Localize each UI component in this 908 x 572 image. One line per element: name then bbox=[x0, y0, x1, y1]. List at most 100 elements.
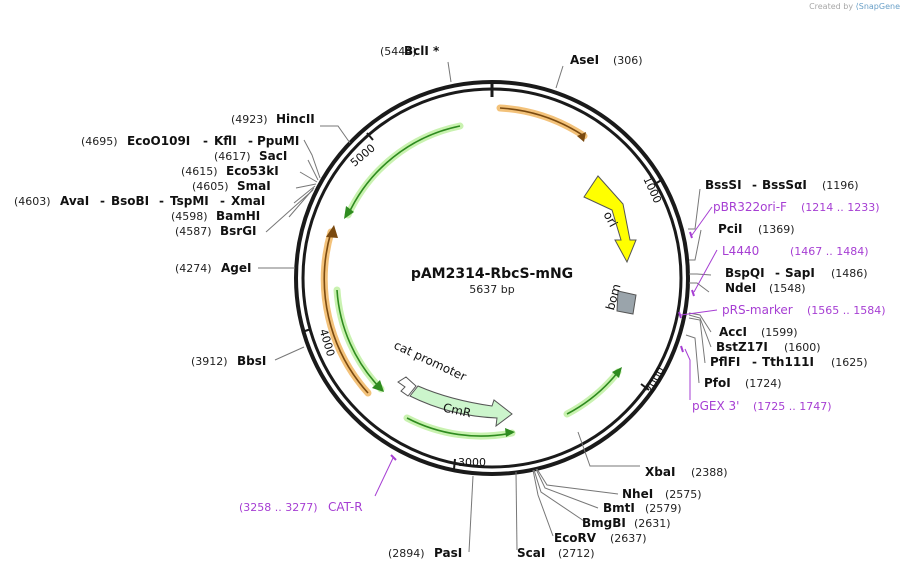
orf-arrow-bottomright-glow bbox=[563, 368, 622, 418]
orf-arrow-left bbox=[323, 231, 369, 394]
primer-l4440-range: (1467 .. 1484) bbox=[790, 245, 869, 258]
snapgene-credit: Created by ⟨SnapGene bbox=[809, 2, 900, 11]
site-bamhi-name[interactable]: BamHI bbox=[216, 209, 260, 223]
site-pflfi-pos: (1625) bbox=[831, 356, 868, 369]
site-bbsi-name[interactable]: BbsI bbox=[237, 354, 266, 368]
bom-label: bom bbox=[603, 282, 623, 311]
site-saci-name[interactable]: SacI bbox=[259, 149, 287, 163]
site-bstz17i-pos: (1600) bbox=[784, 341, 821, 354]
primer-leaders bbox=[374, 206, 718, 497]
site-bsssi-sep: - bbox=[752, 178, 757, 192]
orf-arrow-leftinner-head bbox=[372, 380, 384, 392]
primer-markers bbox=[390, 231, 695, 461]
site-bspqi-sapi[interactable]: SapI bbox=[785, 266, 815, 280]
site-acci-name[interactable]: AccI bbox=[719, 325, 747, 339]
site-bspqi-pos: (1486) bbox=[831, 267, 868, 280]
site-pcii-pos: (1369) bbox=[758, 223, 795, 236]
orf-arrow-bottomright bbox=[566, 371, 619, 415]
primer-pgex3-name[interactable]: pGEX 3' bbox=[692, 399, 739, 413]
site-bspqi-name[interactable]: BspQI bbox=[725, 266, 765, 280]
site-pasi-pos: (2894) bbox=[388, 547, 425, 560]
site-acci-pos: (1599) bbox=[761, 326, 798, 339]
site-nhei-pos: (2575) bbox=[665, 488, 702, 501]
site-avai-sep3: - bbox=[220, 194, 225, 208]
primer-prs-marker-name[interactable]: pRS-marker bbox=[722, 303, 793, 317]
site-nhei-name[interactable]: NheI bbox=[622, 487, 653, 501]
site-bsrgi-pos: (4587) bbox=[175, 225, 212, 238]
ori-feature[interactable] bbox=[583, 175, 637, 264]
site-hincii-pos: (4923) bbox=[231, 113, 268, 126]
site-avai-sep2: - bbox=[159, 194, 164, 208]
site-bmti-name[interactable]: BmtI bbox=[603, 501, 635, 515]
site-ecoo109i-sep2: - bbox=[248, 134, 253, 148]
site-bstz17i-name[interactable]: BstZ17I bbox=[716, 340, 768, 354]
cmr-feature[interactable] bbox=[409, 385, 513, 428]
site-avai-tspmi[interactable]: TspMI bbox=[170, 194, 209, 208]
site-asei-name[interactable]: AseI bbox=[570, 53, 599, 67]
site-ecorv-name[interactable]: EcoRV bbox=[554, 531, 597, 545]
primer-pbr322ori-f-range: (1214 .. 1233) bbox=[801, 201, 880, 214]
orf-arrow-bottom-head bbox=[505, 428, 515, 437]
site-bsssi-name[interactable]: BssSI bbox=[705, 178, 742, 192]
site-bmgbi-pos: (2631) bbox=[634, 517, 671, 530]
site-ecoo109i-ppumi[interactable]: PpuMI bbox=[257, 134, 299, 148]
orf-arrow-top-glow bbox=[496, 104, 588, 140]
site-xbai-name[interactable]: XbaI bbox=[645, 465, 675, 479]
site-bcli-pos: (5444) bbox=[380, 45, 417, 58]
site-ecoo109i-name[interactable]: EcoO109I bbox=[127, 134, 190, 148]
cat-promoter-label: cat promoter bbox=[392, 338, 469, 384]
site-avai-xmai[interactable]: XmaI bbox=[231, 194, 265, 208]
site-eco53ki-pos: (4615) bbox=[181, 165, 218, 178]
leader-lines bbox=[258, 61, 712, 553]
orf-arrow-left-head bbox=[326, 225, 338, 238]
site-scai-pos: (2712) bbox=[558, 547, 595, 560]
site-ecoo109i-kfli[interactable]: KflI bbox=[214, 134, 237, 148]
site-bsrgi-name[interactable]: BsrGI bbox=[220, 224, 257, 238]
bom-feature[interactable] bbox=[616, 290, 637, 315]
site-ecoo109i-pos: (4695) bbox=[81, 135, 118, 148]
ori-label: ori bbox=[601, 209, 621, 229]
site-pfoi-pos: (1724) bbox=[745, 377, 782, 390]
site-saci-pos: (4617) bbox=[214, 150, 251, 163]
site-agei-name[interactable]: AgeI bbox=[221, 261, 251, 275]
site-avai-name[interactable]: AvaI bbox=[60, 194, 89, 208]
primer-pbr322ori-f-name[interactable]: pBR322ori-F bbox=[713, 200, 787, 214]
site-avai-pos: (4603) bbox=[14, 195, 51, 208]
site-bsssi-bsssai[interactable]: BssSαI bbox=[762, 178, 807, 192]
primer-prs-marker-range: (1565 .. 1584) bbox=[807, 304, 886, 317]
tick-2000: 2000 bbox=[640, 365, 668, 396]
site-pasi-name[interactable]: PasI bbox=[434, 546, 462, 560]
primer-pgex3-range: (1725 .. 1747) bbox=[753, 400, 832, 413]
site-pflfi-name[interactable]: PflFI bbox=[710, 355, 740, 369]
credit-prefix: Created by bbox=[809, 2, 854, 11]
site-bcli-name[interactable]: BclI * bbox=[404, 44, 440, 58]
site-ecorv-pos: (2637) bbox=[610, 532, 647, 545]
primer-l4440-name[interactable]: L4440 bbox=[722, 244, 759, 258]
backbone-outer-strand bbox=[294, 80, 690, 476]
site-hincii-name[interactable]: HincII bbox=[276, 112, 315, 126]
site-xbai-pos: (2388) bbox=[691, 466, 728, 479]
site-bmgbi-name[interactable]: BmgBI bbox=[582, 516, 626, 530]
site-eco53ki-name[interactable]: Eco53kI bbox=[226, 164, 279, 178]
site-scai-name[interactable]: ScaI bbox=[517, 546, 545, 560]
site-pflfi-tth111i[interactable]: Tth111I bbox=[762, 355, 814, 369]
primer-cat-r-name[interactable]: CAT-R bbox=[328, 500, 363, 514]
cat-promoter-feature[interactable] bbox=[397, 376, 417, 397]
site-bamhi-pos: (4598) bbox=[171, 210, 208, 223]
site-ecoo109i-sep1: - bbox=[203, 134, 208, 148]
orf-arrow-topleft bbox=[347, 125, 461, 216]
site-smai-pos: (4605) bbox=[192, 180, 229, 193]
site-avai-sep1: - bbox=[100, 194, 105, 208]
orf-arrow-bottomright-head bbox=[612, 367, 622, 378]
plasmid-name: pAM2314-RbcS-mNG bbox=[411, 266, 573, 282]
site-pfoi-name[interactable]: PfoI bbox=[704, 376, 731, 390]
site-ndei-pos: (1548) bbox=[769, 282, 806, 295]
site-smai-name[interactable]: SmaI bbox=[237, 179, 271, 193]
site-avai-bsobi[interactable]: BsoBI bbox=[111, 194, 149, 208]
orf-arrow-leftinner-glow bbox=[333, 286, 385, 393]
site-ndei-name[interactable]: NdeI bbox=[725, 281, 756, 295]
site-pflfi-sep: - bbox=[752, 355, 757, 369]
orf-arrow-leftinner bbox=[336, 289, 382, 390]
site-pcii-name[interactable]: PciI bbox=[718, 222, 743, 236]
